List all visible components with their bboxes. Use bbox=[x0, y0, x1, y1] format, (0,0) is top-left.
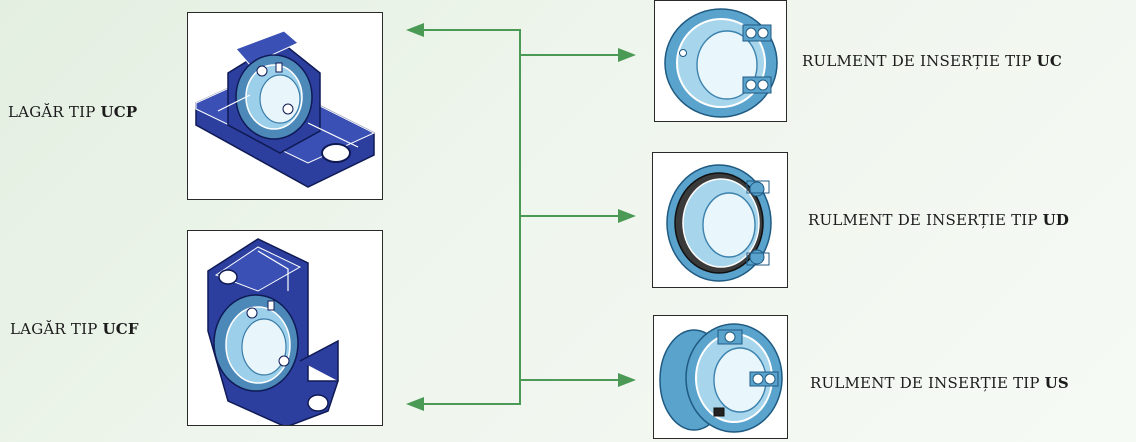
ud-insert-image bbox=[652, 152, 788, 288]
uc-insert-image bbox=[654, 0, 787, 122]
insert-type: UD bbox=[1042, 211, 1070, 229]
connector-lines bbox=[420, 29, 622, 405]
arrowheads bbox=[406, 23, 636, 411]
housing-trunk-line bbox=[420, 29, 521, 405]
insert-type: US bbox=[1044, 374, 1069, 392]
insert-bearing-uc-icon bbox=[664, 8, 778, 118]
arrow-to-ucp-icon bbox=[406, 23, 424, 37]
insert-label-us: RULMENT DE INSERȚIE TIP US bbox=[810, 374, 1069, 392]
insert-label-prefix: RULMENT DE INSERȚIE TIP bbox=[808, 211, 1043, 229]
ucp-housing-image bbox=[187, 12, 383, 200]
arrow-to-us-icon bbox=[618, 373, 636, 387]
housing-label-prefix: LAGĂR TIP bbox=[10, 320, 103, 338]
housing-label-ucf: LAGĂR TIP UCF bbox=[10, 320, 139, 338]
pillow-block-icon bbox=[195, 30, 376, 188]
ucf-housing-image bbox=[187, 230, 383, 426]
arrow-to-ucf-icon bbox=[406, 397, 424, 411]
housing-type: UCP bbox=[100, 103, 138, 121]
flange-unit-icon bbox=[207, 238, 340, 425]
insert-type: UC bbox=[1036, 52, 1063, 70]
arrow-to-ud-icon bbox=[618, 209, 636, 223]
insert-bearing-us-icon bbox=[659, 323, 783, 433]
housing-label-ucp: LAGĂR TIP UCP bbox=[8, 103, 137, 121]
insert-label-prefix: RULMENT DE INSERȚIE TIP bbox=[810, 374, 1045, 392]
housing-type: UCF bbox=[102, 320, 139, 338]
insert-label-ud: RULMENT DE INSERȚIE TIP UD bbox=[808, 211, 1069, 229]
insert-bearing-ud-icon bbox=[666, 164, 772, 282]
housing-label-prefix: LAGĂR TIP bbox=[8, 103, 101, 121]
insert-label-uc: RULMENT DE INSERȚIE TIP UC bbox=[802, 52, 1062, 70]
arrow-to-uc-icon bbox=[618, 48, 636, 62]
us-insert-image bbox=[653, 315, 788, 439]
insert-label-prefix: RULMENT DE INSERȚIE TIP bbox=[802, 52, 1037, 70]
